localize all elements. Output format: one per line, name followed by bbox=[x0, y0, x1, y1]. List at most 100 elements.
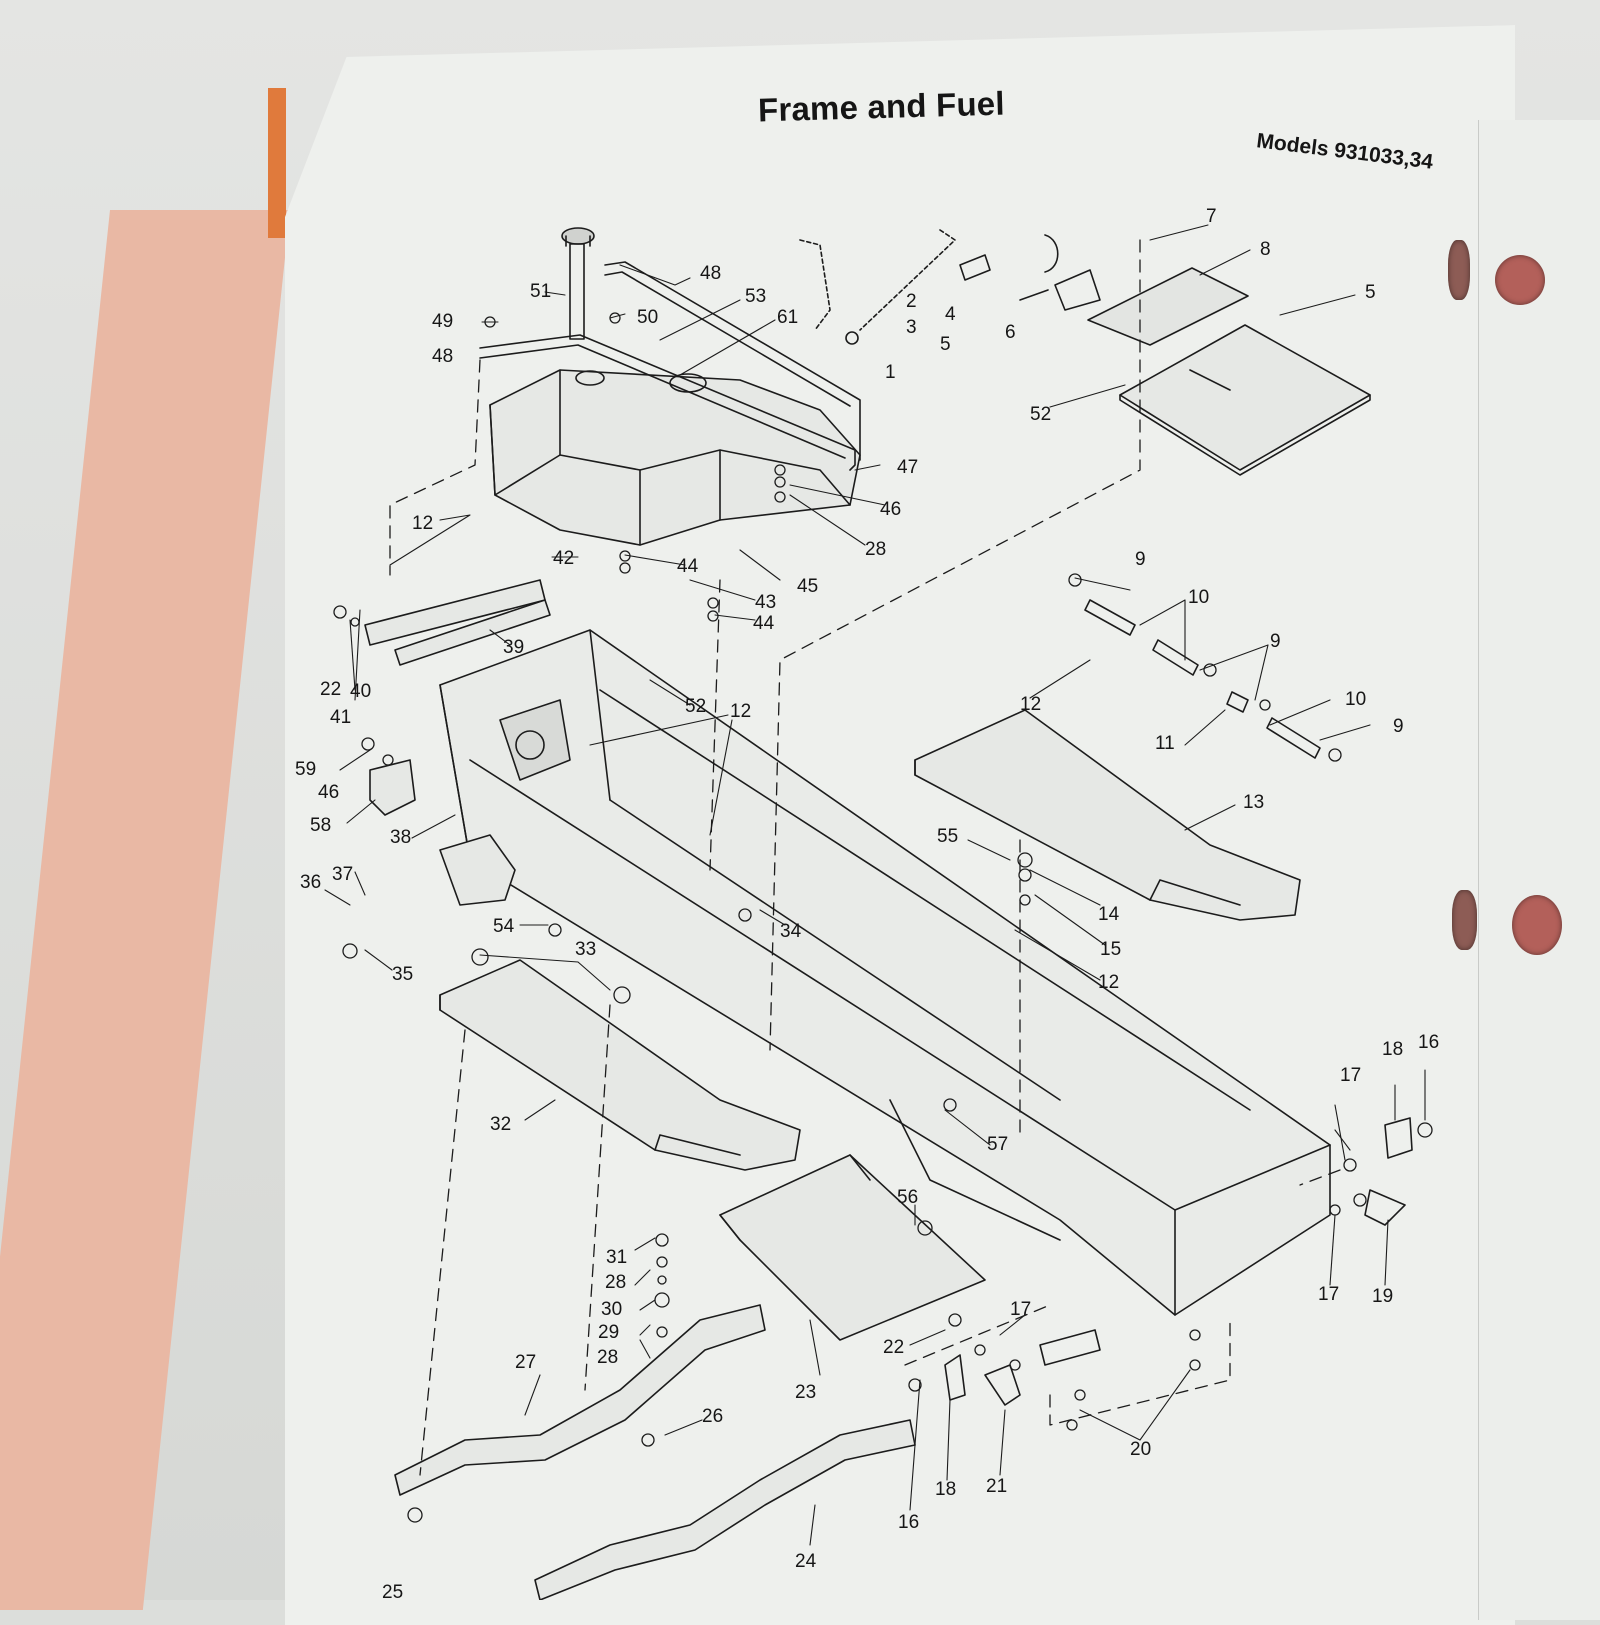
callout-9c: 9 bbox=[1393, 716, 1404, 737]
callout-30: 30 bbox=[601, 1299, 623, 1320]
callout-3: 3 bbox=[906, 317, 917, 338]
callout-23: 23 bbox=[795, 1382, 817, 1403]
callout-46a: 46 bbox=[880, 499, 902, 520]
callout-16a: 16 bbox=[1418, 1032, 1440, 1053]
callout-29: 29 bbox=[598, 1322, 620, 1343]
callout-56: 56 bbox=[897, 1187, 919, 1208]
fuel-tank bbox=[489, 369, 861, 546]
left-footrest bbox=[439, 959, 801, 1171]
callout-61: 61 bbox=[777, 307, 799, 328]
callout-45: 45 bbox=[797, 576, 819, 597]
callout-55: 55 bbox=[937, 826, 959, 847]
callout-17c: 17 bbox=[1010, 1299, 1032, 1320]
callout-2: 2 bbox=[906, 291, 917, 312]
callout-17b: 17 bbox=[1318, 1284, 1340, 1305]
center-plate bbox=[719, 1154, 986, 1341]
fuel-gauge-cap bbox=[561, 227, 595, 340]
callout-24: 24 bbox=[795, 1551, 817, 1572]
callout-33: 33 bbox=[575, 939, 597, 960]
callout-36: 36 bbox=[300, 872, 322, 893]
callout-54: 54 bbox=[493, 916, 515, 937]
callout-9a: 9 bbox=[1135, 549, 1146, 570]
callout-15: 15 bbox=[1100, 939, 1122, 960]
callout-27: 27 bbox=[515, 1352, 537, 1373]
callout-57: 57 bbox=[987, 1134, 1009, 1155]
callout-31: 31 bbox=[606, 1247, 628, 1268]
callout-48a: 48 bbox=[700, 263, 722, 284]
callout-37: 37 bbox=[332, 864, 354, 885]
callout-13: 13 bbox=[1243, 792, 1265, 813]
seat-plate bbox=[1087, 267, 1371, 476]
callout-58: 58 bbox=[310, 815, 332, 836]
callout-28a: 28 bbox=[865, 539, 887, 560]
callout-28b: 28 bbox=[605, 1272, 627, 1293]
callout-19: 19 bbox=[1372, 1286, 1394, 1307]
callout-17a: 17 bbox=[1340, 1065, 1362, 1086]
callout-16b: 16 bbox=[898, 1512, 920, 1533]
right-footrest bbox=[914, 709, 1301, 921]
callout-51: 51 bbox=[530, 281, 552, 302]
facing-page bbox=[1478, 120, 1600, 1620]
callout-18a: 18 bbox=[1382, 1039, 1404, 1060]
side-brackets bbox=[364, 579, 1413, 1406]
callout-44a: 44 bbox=[677, 556, 699, 577]
callout-10b: 10 bbox=[1345, 689, 1367, 710]
callout-38: 38 bbox=[390, 827, 412, 848]
callout-4: 4 bbox=[945, 304, 956, 325]
callout-12b: 12 bbox=[730, 701, 752, 722]
facing-punch-hole-bottom bbox=[1512, 895, 1562, 955]
linkage-parts bbox=[799, 229, 1101, 345]
callout-11: 11 bbox=[1155, 733, 1175, 754]
facing-punch-hole-top bbox=[1495, 255, 1545, 305]
leader-lines bbox=[324, 224, 1426, 1546]
callout-59: 59 bbox=[295, 759, 317, 780]
callout-14: 14 bbox=[1098, 904, 1120, 925]
callout-10a: 10 bbox=[1188, 587, 1210, 608]
callout-18b: 18 bbox=[935, 1479, 957, 1500]
callout-35: 35 bbox=[392, 964, 414, 985]
callout-8: 8 bbox=[1260, 239, 1271, 260]
callout-1: 1 bbox=[885, 362, 896, 383]
callout-52b: 52 bbox=[685, 696, 707, 717]
callout-12c: 12 bbox=[1020, 694, 1042, 715]
callout-46b: 46 bbox=[318, 782, 340, 803]
callout-20: 20 bbox=[1130, 1439, 1152, 1460]
hardware bbox=[333, 312, 1433, 1523]
tank-straps bbox=[479, 261, 861, 471]
assembly-lines bbox=[389, 239, 1341, 1476]
callout-22b: 22 bbox=[883, 1337, 905, 1358]
tubes bbox=[1084, 599, 1321, 759]
callout-5a: 5 bbox=[940, 334, 951, 355]
callout-44b: 44 bbox=[753, 613, 775, 634]
axle-brackets bbox=[394, 1304, 916, 1600]
callout-21: 21 bbox=[986, 1476, 1008, 1497]
callout-52a: 52 bbox=[1030, 404, 1052, 425]
callout-41: 41 bbox=[330, 707, 352, 728]
callout-28c: 28 bbox=[597, 1347, 619, 1368]
callout-39: 39 bbox=[503, 637, 525, 658]
callout-26: 26 bbox=[702, 1406, 724, 1427]
callout-43: 43 bbox=[755, 592, 777, 613]
punch-hole-top bbox=[1448, 240, 1470, 300]
callout-47: 47 bbox=[897, 457, 919, 478]
callout-22a: 22 bbox=[320, 679, 342, 700]
callout-6: 6 bbox=[1005, 322, 1016, 343]
callout-12a: 12 bbox=[412, 513, 434, 534]
callout-32: 32 bbox=[490, 1114, 512, 1135]
punch-hole-bottom bbox=[1452, 890, 1477, 950]
callout-48b: 48 bbox=[432, 346, 454, 367]
callout-9b: 9 bbox=[1270, 631, 1281, 652]
callout-40: 40 bbox=[350, 681, 372, 702]
orange-tab bbox=[268, 88, 286, 238]
callout-25: 25 bbox=[382, 1582, 404, 1603]
callout-34: 34 bbox=[780, 921, 802, 942]
callout-5b: 5 bbox=[1365, 282, 1376, 303]
callout-53: 53 bbox=[745, 286, 767, 307]
callout-49: 49 bbox=[432, 311, 454, 332]
callout-7: 7 bbox=[1206, 206, 1217, 227]
callout-42: 42 bbox=[553, 548, 575, 569]
main-frame bbox=[439, 629, 1331, 1316]
callout-50: 50 bbox=[637, 307, 659, 328]
callout-12d: 12 bbox=[1098, 972, 1120, 993]
